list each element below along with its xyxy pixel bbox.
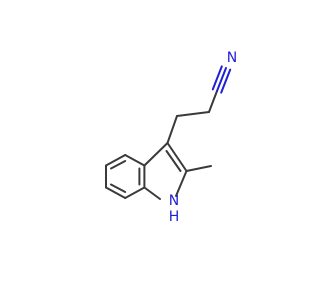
benzene-ring — [105, 154, 146, 199]
inner-bond-c3-c2 — [165, 150, 182, 172]
bond-ch2-cn — [208, 90, 218, 113]
bond-c3-c2 — [166, 142, 188, 172]
bond-c7-c7a — [124, 186, 146, 199]
nitrile-nitrogen-label: N — [227, 50, 237, 66]
bond-c6-c7 — [105, 186, 127, 199]
bond-c3a-c4 — [124, 154, 146, 167]
bond-c2-methyl — [185, 165, 212, 172]
molecule-structure-diagram: N N H — [105, 50, 237, 225]
indole-hydrogen-label: H — [169, 209, 180, 225]
bond-ch2-ch2 — [176, 111, 210, 117]
bond-c4-c5 — [105, 154, 127, 167]
inner-bond-c6-c7 — [110, 183, 127, 193]
substituents — [166, 65, 232, 172]
indole-nitrogen-label: N — [169, 193, 179, 209]
triple-bond-center — [216, 67, 227, 92]
bond-c3-ch2 — [166, 115, 178, 144]
bond-c2-n1 — [175, 170, 188, 197]
pyrrole-ring — [143, 142, 188, 200]
bond-n1-c7a — [143, 186, 161, 200]
inner-bond-c4-c5 — [110, 160, 127, 170]
bond-c3a-c3 — [143, 142, 169, 167]
triple-bond-right — [220, 68, 232, 94]
triple-bond-left — [211, 65, 223, 91]
